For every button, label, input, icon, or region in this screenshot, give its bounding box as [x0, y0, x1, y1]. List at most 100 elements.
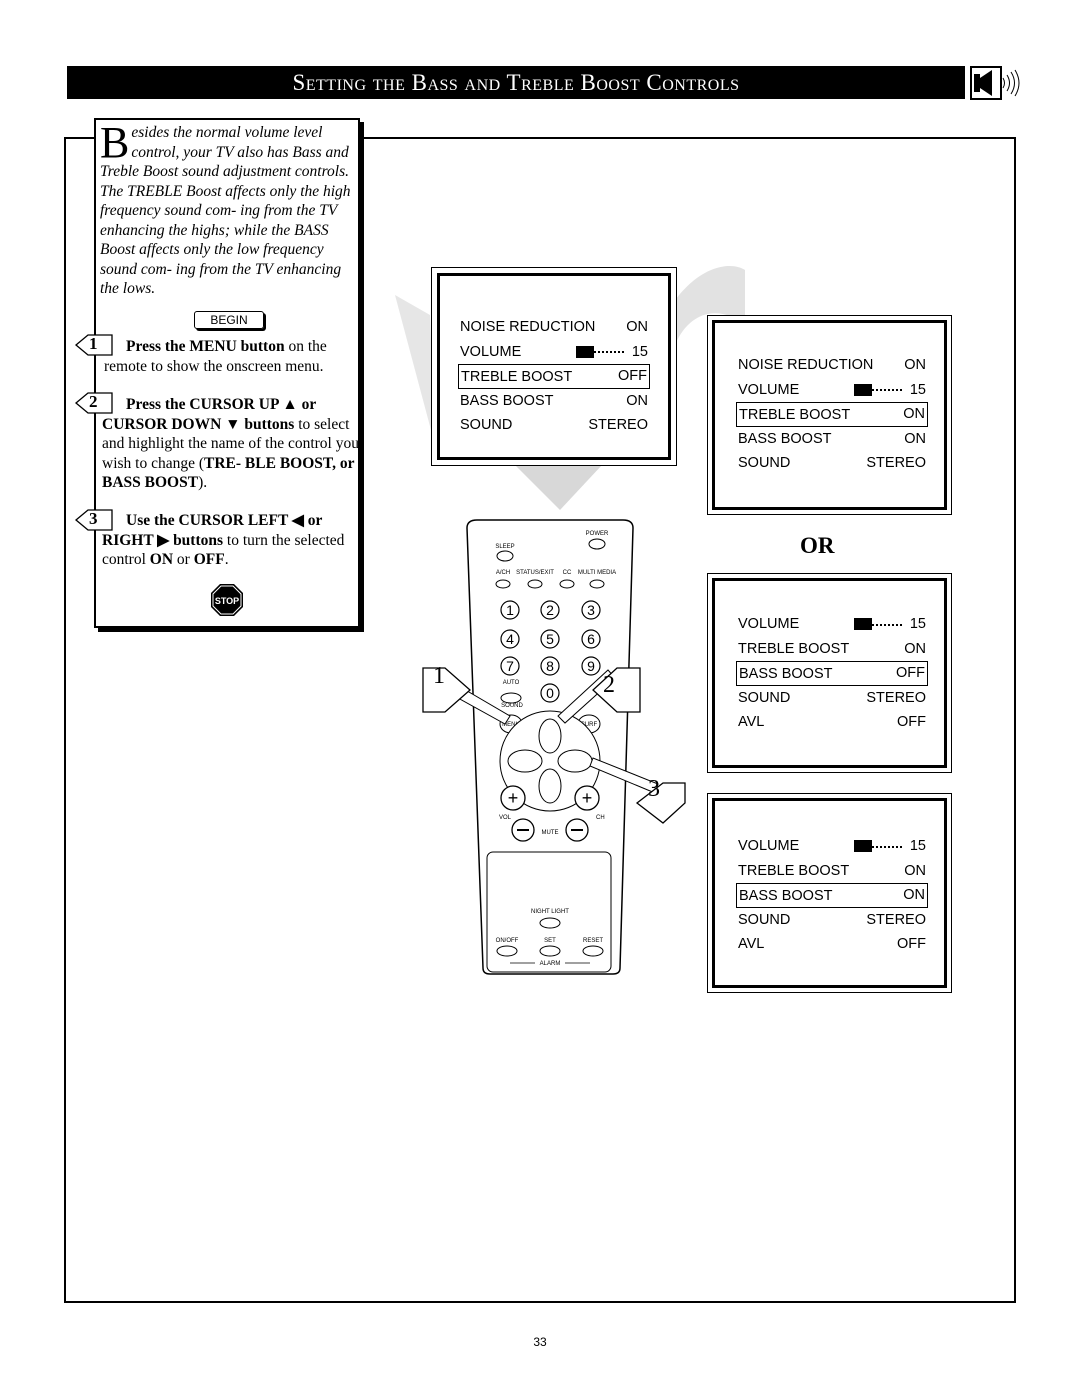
digit-7-button[interactable] — [500, 656, 520, 676]
osd-value: ON — [903, 406, 925, 422]
ach-label: A/CH — [496, 570, 510, 576]
callout-1: 1 — [433, 663, 445, 689]
volume-level-track — [593, 350, 624, 354]
ch-label: CH — [596, 815, 605, 821]
volume-level-track — [871, 623, 902, 626]
osd-value: OFF — [896, 665, 925, 681]
osd-value-wrap: ON — [903, 884, 925, 907]
osd-label: SOUND — [738, 911, 791, 928]
cursor-right-button[interactable] — [557, 749, 593, 773]
osd-value-wrap: 15 — [575, 340, 648, 365]
ch-up-button[interactable] — [574, 785, 600, 811]
step-2-rest: to select and highlight the name of the … — [102, 415, 359, 472]
osd-label: TREBLE BOOST — [739, 407, 851, 423]
sleep-button[interactable] — [496, 550, 514, 562]
menu-label: MENU — [502, 722, 520, 728]
sound-button[interactable] — [500, 692, 522, 704]
osd-row-volume[interactable]: VOLUME 15 — [736, 612, 928, 637]
osd-value-wrap: OFF — [896, 662, 925, 685]
reset-button[interactable] — [582, 945, 604, 957]
cursor-up-button[interactable] — [538, 718, 562, 754]
stop-label: STOP — [215, 596, 239, 606]
digit-1-button[interactable] — [500, 600, 520, 620]
osd-row-bass-boost[interactable]: BASS BOOST OFF — [736, 661, 928, 686]
sleep-label: SLEEP — [495, 544, 514, 550]
multi-media-button[interactable] — [589, 579, 605, 589]
status-exit-label: STATUS/EXIT — [516, 570, 554, 576]
step-3-text: Use the CURSOR LEFT ◀ or RIGHT ▶ buttons… — [102, 511, 362, 570]
osd-value-wrap: ON — [904, 637, 926, 662]
night-light-button[interactable] — [539, 917, 561, 929]
digit-4-button[interactable] — [500, 629, 520, 649]
volume-level-bar — [853, 840, 872, 853]
ach-button[interactable] — [495, 579, 511, 589]
digit-3-button[interactable] — [581, 600, 601, 620]
lower-panel — [486, 851, 612, 973]
step-2-arrow-icon — [74, 392, 113, 414]
tv-screen-1-inner — [437, 273, 671, 460]
osd-value-wrap: 15 — [853, 612, 926, 637]
step-1-text: Press the MENU button on the remote to s… — [104, 337, 364, 376]
cursor-left-button[interactable] — [507, 749, 543, 773]
step-3-rest2: or — [173, 551, 194, 568]
surf-label: SURF — [581, 722, 598, 728]
osd-value: ON — [904, 357, 926, 373]
digit-0-button[interactable] — [540, 683, 560, 703]
osd-value: OFF — [897, 936, 926, 952]
content-frame — [64, 137, 1016, 1303]
osd-label: BASS BOOST — [739, 666, 833, 682]
step-3-rest: to turn the selected control — [102, 531, 345, 569]
step-3-bold: Use the CURSOR LEFT ◀ or RIGHT ▶ buttons — [102, 512, 323, 549]
set-button[interactable] — [539, 945, 561, 957]
alarm-label: ALARM — [540, 961, 561, 967]
volume-level-bar — [575, 345, 594, 358]
digit-3-label: 3 — [587, 602, 595, 618]
multi-media-label: MULTI MEDIA — [578, 570, 616, 576]
osd-label: VOLUME — [738, 616, 800, 632]
digit-2-button[interactable] — [540, 600, 560, 620]
mute-label: MUTE — [542, 830, 559, 836]
osd-value-wrap: ON — [904, 859, 926, 884]
osd-label: SOUND — [460, 417, 513, 433]
stop-icon: STOP — [211, 584, 243, 616]
osd-label: AVL — [738, 714, 765, 730]
power-button[interactable] — [588, 538, 606, 550]
digit-9-button[interactable] — [581, 656, 601, 676]
cc-button[interactable] — [559, 579, 575, 589]
digit-9-label: 9 — [587, 658, 595, 674]
digit-8-button[interactable] — [540, 656, 560, 676]
osd-value: ON — [626, 392, 648, 409]
instruction-panel — [94, 118, 360, 628]
step-1-number: 1 — [89, 334, 98, 353]
tv-screen-4-inner — [712, 798, 947, 988]
status-exit-button[interactable] — [527, 579, 543, 589]
cursor-down-button[interactable] — [538, 768, 562, 804]
osd-row-treble-boost[interactable]: TREBLE BOOST ON — [736, 402, 928, 427]
digit-5-button[interactable] — [540, 629, 560, 649]
step-3-bold2: ON — [149, 551, 174, 568]
digit-6-button[interactable] — [581, 629, 601, 649]
osd-value: OFF — [618, 368, 647, 384]
vol-up-button[interactable] — [500, 785, 526, 811]
tv-screen-3-inner — [712, 578, 947, 768]
on-off-button[interactable] — [496, 945, 518, 957]
osd-label: VOLUME — [738, 381, 800, 398]
